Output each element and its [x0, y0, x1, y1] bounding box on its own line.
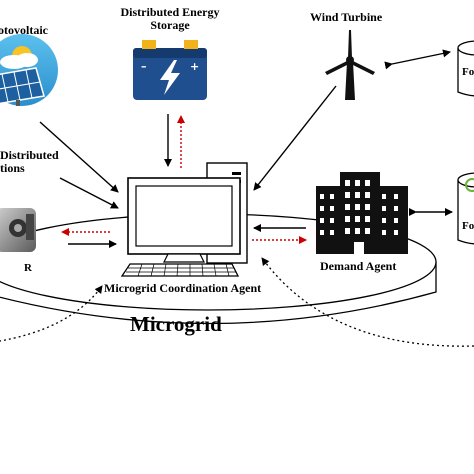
svg-text:–: – — [141, 60, 147, 73]
demand-agent-label: Demand Agent — [320, 259, 397, 273]
dotted-curve-right — [261, 257, 474, 347]
database-icon — [457, 172, 474, 245]
photovoltaic-label: otovoltaic — [0, 23, 48, 37]
distributed-to-agent-arrow — [59, 177, 119, 209]
generator-icon — [0, 208, 36, 252]
wind-database-arrow — [384, 49, 451, 70]
microgrid-title: Microgrid — [130, 312, 222, 336]
distributed-label-line1: Distributed — [0, 148, 59, 162]
distributed-label: Distributed tions — [0, 149, 59, 175]
pv-to-agent-arrow — [39, 121, 119, 193]
distributed-storage-label: Distributed Energy Storage — [100, 6, 240, 32]
generator-tag: R — [24, 262, 32, 274]
forecast-bottom-label: Fo — [462, 220, 474, 232]
dotted-curve-left — [0, 285, 103, 342]
solar-panel-icon — [0, 34, 58, 106]
svg-text:+: + — [190, 60, 199, 73]
database-icon — [457, 40, 474, 97]
forecast-top-label: Fo — [462, 66, 474, 78]
desktop-computer-icon — [120, 162, 248, 277]
wind-to-agent-arrow — [253, 85, 337, 191]
distributed-label-line2: tions — [0, 161, 25, 175]
distributed-storage-label-line1: Distributed Energy — [120, 5, 220, 19]
wind-turbine-icon — [325, 30, 375, 100]
wind-turbine-label: Wind Turbine — [310, 10, 383, 24]
office-building-icon — [316, 172, 408, 254]
coordination-agent-label: Microgrid Coordination Agent — [104, 281, 262, 295]
battery-icon: – + — [133, 40, 207, 100]
distributed-storage-label-line2: Storage — [150, 18, 190, 32]
